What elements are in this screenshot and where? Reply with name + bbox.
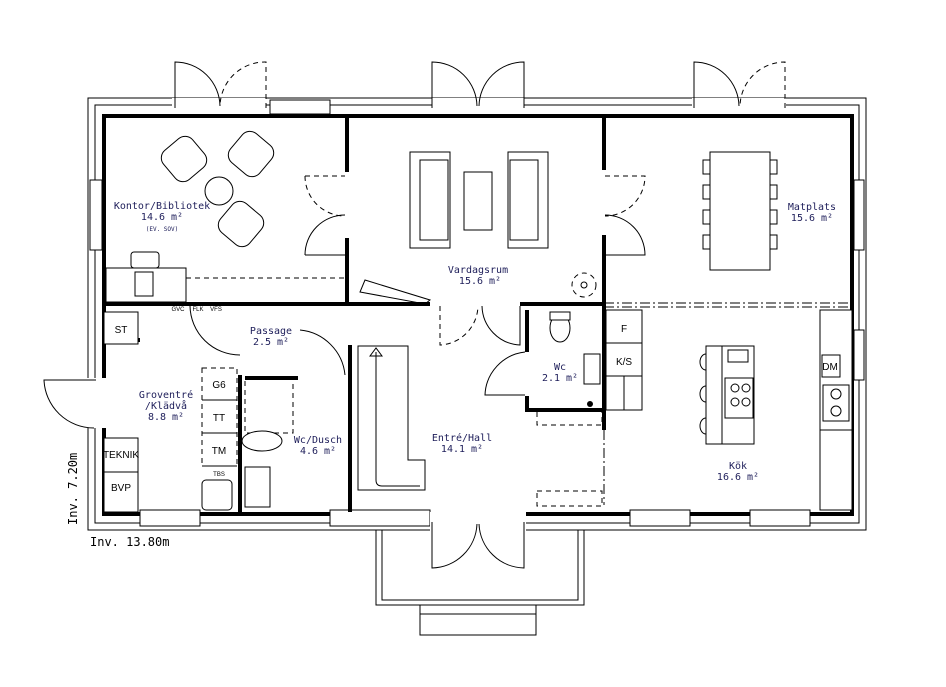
windows — [89, 99, 865, 527]
dimension-width: Inv. 13.80m — [90, 535, 169, 549]
room-name: Matplats — [788, 202, 836, 213]
label-g6: G6 — [212, 380, 226, 391]
dimension-depth: Inv. 7.20m — [66, 453, 80, 525]
room-wc-dusch: Wc/Dusch 4.6 m² — [294, 435, 342, 457]
room-entre: Entré/Hall 14.1 m² — [432, 432, 492, 455]
office-furniture — [105, 130, 432, 305]
room-area: 14.6 m² — [141, 212, 183, 223]
room-matplats: Matplats 15.6 m² — [788, 202, 836, 224]
room-name-2: /Klädvå — [145, 399, 187, 412]
room-name: Wc — [554, 362, 566, 373]
label-bvp: BVP — [111, 483, 131, 494]
room-note: (EV. SOV) — [146, 226, 179, 233]
label-ks: K/S — [616, 357, 632, 368]
living-room-furniture — [409, 151, 597, 298]
room-name: Entré/Hall — [432, 432, 492, 444]
interior-doors — [189, 175, 646, 396]
kitchen — [699, 309, 853, 511]
utility-cabinets — [103, 311, 238, 513]
room-area: 4.6 m² — [300, 446, 336, 457]
room-passage: Passage 2.5 m² — [250, 326, 292, 348]
room-name: Passage — [250, 326, 292, 337]
label-dm: DM — [822, 362, 838, 373]
label-teknik: TEKNIK — [103, 450, 139, 461]
stair — [357, 345, 426, 491]
room-area: 2.5 m² — [253, 337, 289, 348]
wc-fixtures — [536, 309, 643, 507]
room-area: 16.6 m² — [717, 472, 759, 483]
room-name: Groventré — [139, 389, 193, 401]
interior-walls — [102, 118, 852, 512]
room-wc: Wc 2.1 m² — [542, 362, 578, 384]
label-tt: TT — [213, 413, 225, 424]
room-area: 14.1 m² — [441, 444, 483, 455]
room-name: Kontor/Bibliotek — [114, 201, 210, 212]
room-name: Wc/Dusch — [294, 435, 342, 446]
room-area: 15.6 m² — [791, 213, 833, 224]
bathroom-fixtures — [241, 377, 294, 508]
label-tm: TM — [212, 446, 226, 457]
room-name: Vardagsrum — [448, 265, 508, 276]
room-kontor: Kontor/Bibliotek 14.6 m² (EV. SOV) — [114, 201, 210, 233]
equipment-labels: ST G6 TT TM TBS TEKNIK BVP F K/S DM GVC … — [103, 307, 838, 494]
entrance-porch — [375, 530, 585, 636]
label-f: F — [621, 324, 627, 335]
label-st: ST — [115, 325, 128, 336]
room-kok: Kök 16.6 m² — [717, 461, 759, 483]
exterior-doors — [43, 61, 786, 569]
room-name: Kök — [729, 461, 747, 472]
room-groventre: Groventré /Klädvå 8.8 m² — [139, 389, 193, 423]
label-tbs: TBS — [213, 472, 225, 478]
room-vardagsrum: Vardagsrum 15.6 m² — [448, 265, 508, 287]
room-area: 15.6 m² — [459, 276, 501, 287]
room-area: 8.8 m² — [148, 412, 184, 423]
room-area: 2.1 m² — [542, 373, 578, 384]
label-vfs: VFS — [210, 307, 222, 313]
dining-table — [702, 151, 778, 271]
label-gvc: GVC — [171, 307, 185, 313]
label-flk: FLK — [192, 307, 203, 313]
